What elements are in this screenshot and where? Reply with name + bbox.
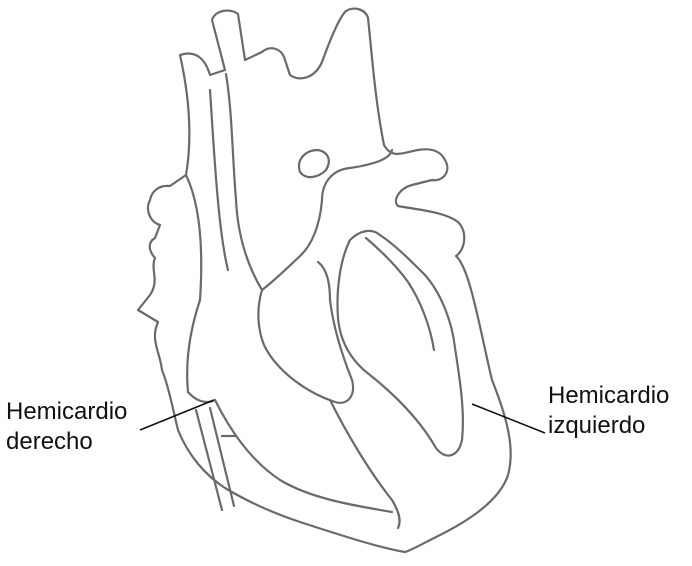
vena-cava-outline (186, 175, 201, 300)
heart-outer-outline (138, 9, 511, 552)
aortic-arch-outline (226, 74, 392, 290)
label-hemicardio-derecho: Hemicardio derecho (6, 397, 127, 457)
vena-cava-inner-outline (210, 90, 228, 270)
label-hemicardio-izquierdo: Hemicardio izquierdo (548, 381, 669, 441)
label-left-line2: derecho (6, 427, 127, 457)
label-left-line1: Hemicardio (6, 397, 127, 427)
right-atrium-outline (187, 300, 215, 402)
label-right-line2: izquierdo (548, 411, 669, 441)
left-ventricle-inner-outline (366, 238, 434, 350)
pulmonary-trunk-outline (299, 150, 329, 177)
tricuspid-valve-outline (196, 408, 236, 510)
right-ventricle-outline (215, 400, 392, 512)
left-ventricle-outline (338, 231, 463, 456)
septum-outline (330, 400, 400, 528)
label-right-line1: Hemicardio (548, 381, 669, 411)
